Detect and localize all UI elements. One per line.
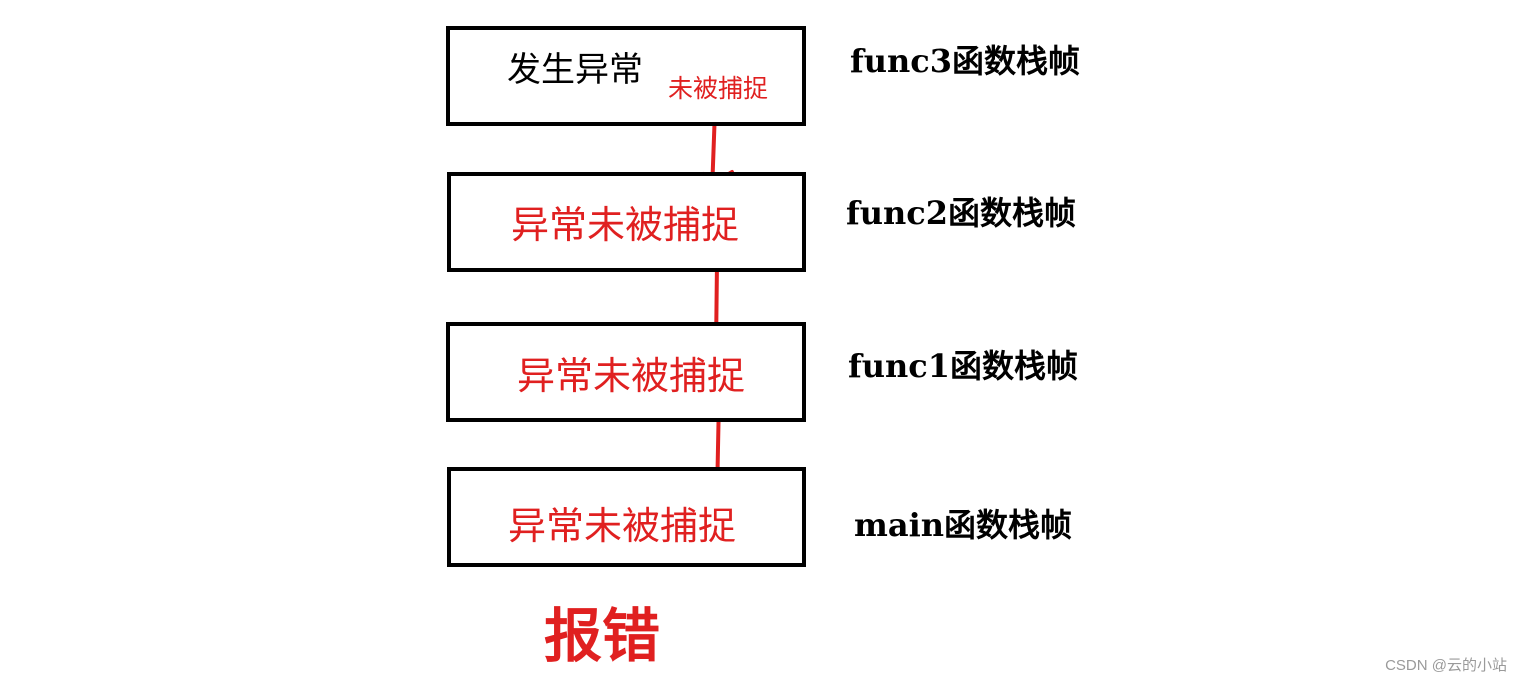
final-error-text: 报错 — [544, 602, 661, 670]
main-frame-box: 异常未被捕捉 — [447, 467, 806, 567]
main-frame-label: main函数栈帧 — [854, 506, 1073, 544]
func3-main-text: 发生异常 — [507, 50, 643, 90]
func2-frame-box: 异常未被捕捉 — [447, 172, 806, 272]
func3-sub-text: 未被捕捉 — [668, 74, 769, 103]
func3-frame-label: func3函数栈帧 — [850, 42, 1081, 80]
func1-frame-box: 异常未被捕捉 — [446, 322, 806, 422]
func2-frame-label: func2函数栈帧 — [846, 194, 1077, 232]
watermark: CSDN @云的小站 — [1385, 657, 1507, 674]
func1-main-text: 异常未被捕捉 — [517, 354, 746, 398]
func3-frame-box: 发生异常 未被捕捉 — [446, 26, 806, 126]
main-main-text: 异常未被捕捉 — [508, 504, 737, 548]
func1-frame-label: func1函数栈帧 — [848, 347, 1079, 385]
func2-main-text: 异常未被捕捉 — [511, 203, 740, 247]
